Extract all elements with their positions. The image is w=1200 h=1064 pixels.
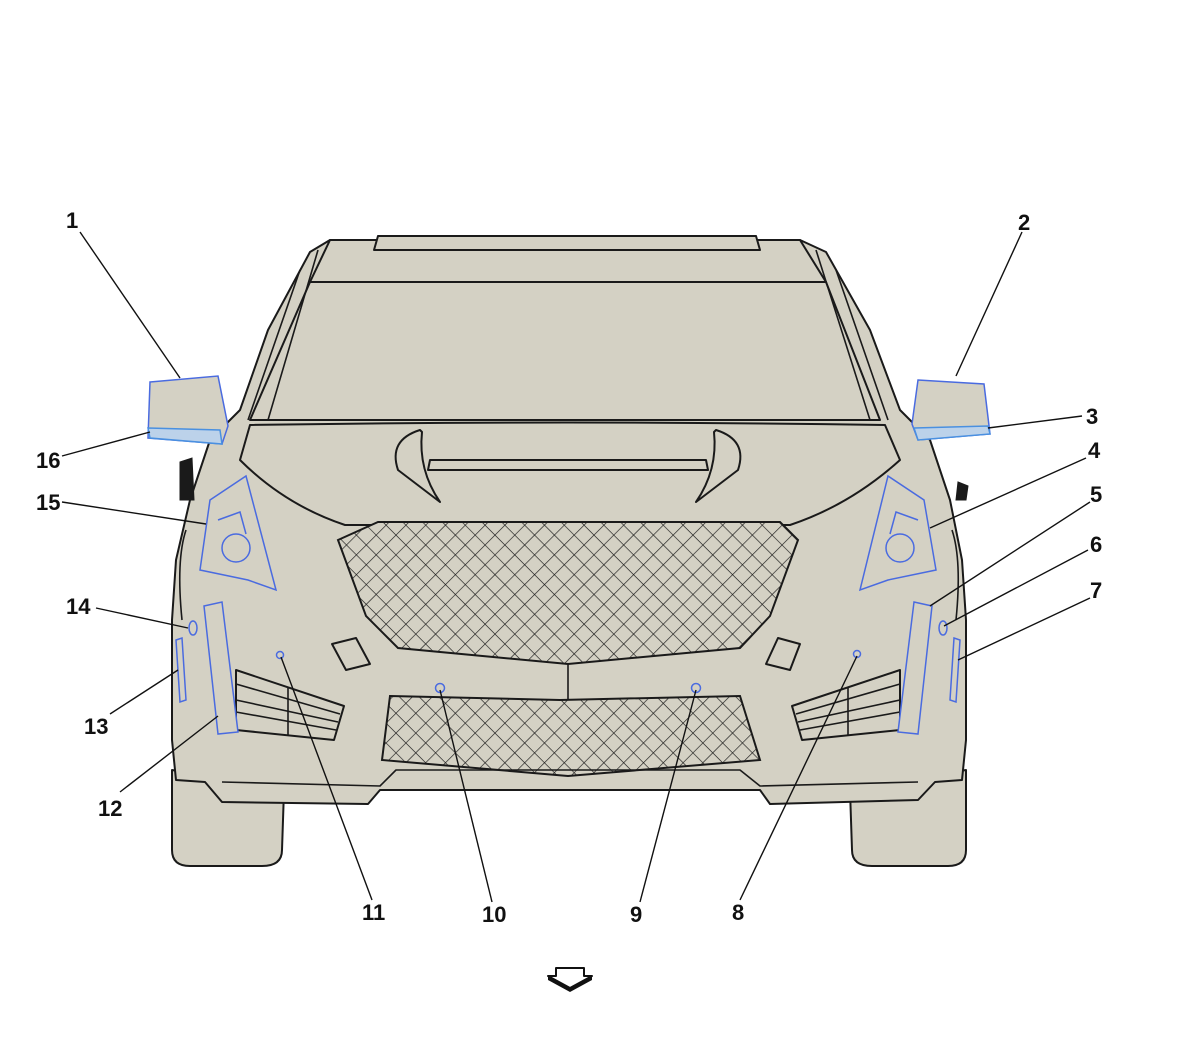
- callout-9: 9: [630, 902, 642, 927]
- down-arrow-icon: [547, 967, 593, 992]
- lower-grille: [380, 694, 762, 778]
- left-washer-sensor: [188, 620, 198, 636]
- windshield: [249, 281, 881, 421]
- callout-numbers: 1 2 3 4 5 6 7 8 9 10 11 12 13 14 15 16: [36, 208, 1102, 927]
- callout-11: 11: [362, 900, 385, 925]
- right-side-marker: [949, 636, 961, 704]
- left-side-marker: [175, 636, 187, 704]
- callout-1: 1: [66, 208, 78, 233]
- left-headlamp: [199, 474, 278, 592]
- callout-5: 5: [1090, 482, 1102, 507]
- hood-vent-left: [394, 429, 441, 503]
- callout-8: 8: [732, 900, 744, 925]
- hood-vent-right: [695, 429, 742, 503]
- callout-13: 13: [84, 714, 108, 739]
- hood-scoop: [427, 459, 709, 471]
- callout-6: 6: [1090, 532, 1102, 557]
- left-mirror-lamp: [147, 427, 223, 445]
- callout-12: 12: [98, 796, 122, 821]
- fog-light-left: [331, 637, 371, 671]
- car-body: [171, 235, 969, 867]
- callout-4: 4: [1088, 438, 1101, 463]
- fog-light-right: [765, 637, 801, 671]
- callout-10: 10: [482, 902, 506, 927]
- right-headlamp: [858, 474, 937, 592]
- leader-lines: [61, 231, 1091, 903]
- right-washer-sensor: [938, 620, 948, 636]
- left-drl-bar: [203, 601, 239, 735]
- sunroof: [373, 235, 761, 251]
- sensor-11: [275, 650, 285, 660]
- upper-grille: [336, 521, 800, 666]
- callout-2: 2: [1018, 210, 1030, 235]
- callout-15: 15: [36, 490, 60, 515]
- hood: [239, 421, 901, 526]
- callout-16: 16: [36, 448, 60, 473]
- highlighted-parts: [147, 375, 991, 735]
- right-drl-bar: [897, 601, 933, 735]
- callout-3: 3: [1086, 404, 1098, 429]
- right-mirror-lamp: [912, 425, 991, 441]
- callout-7: 7: [1090, 578, 1102, 603]
- callout-14: 14: [66, 594, 91, 619]
